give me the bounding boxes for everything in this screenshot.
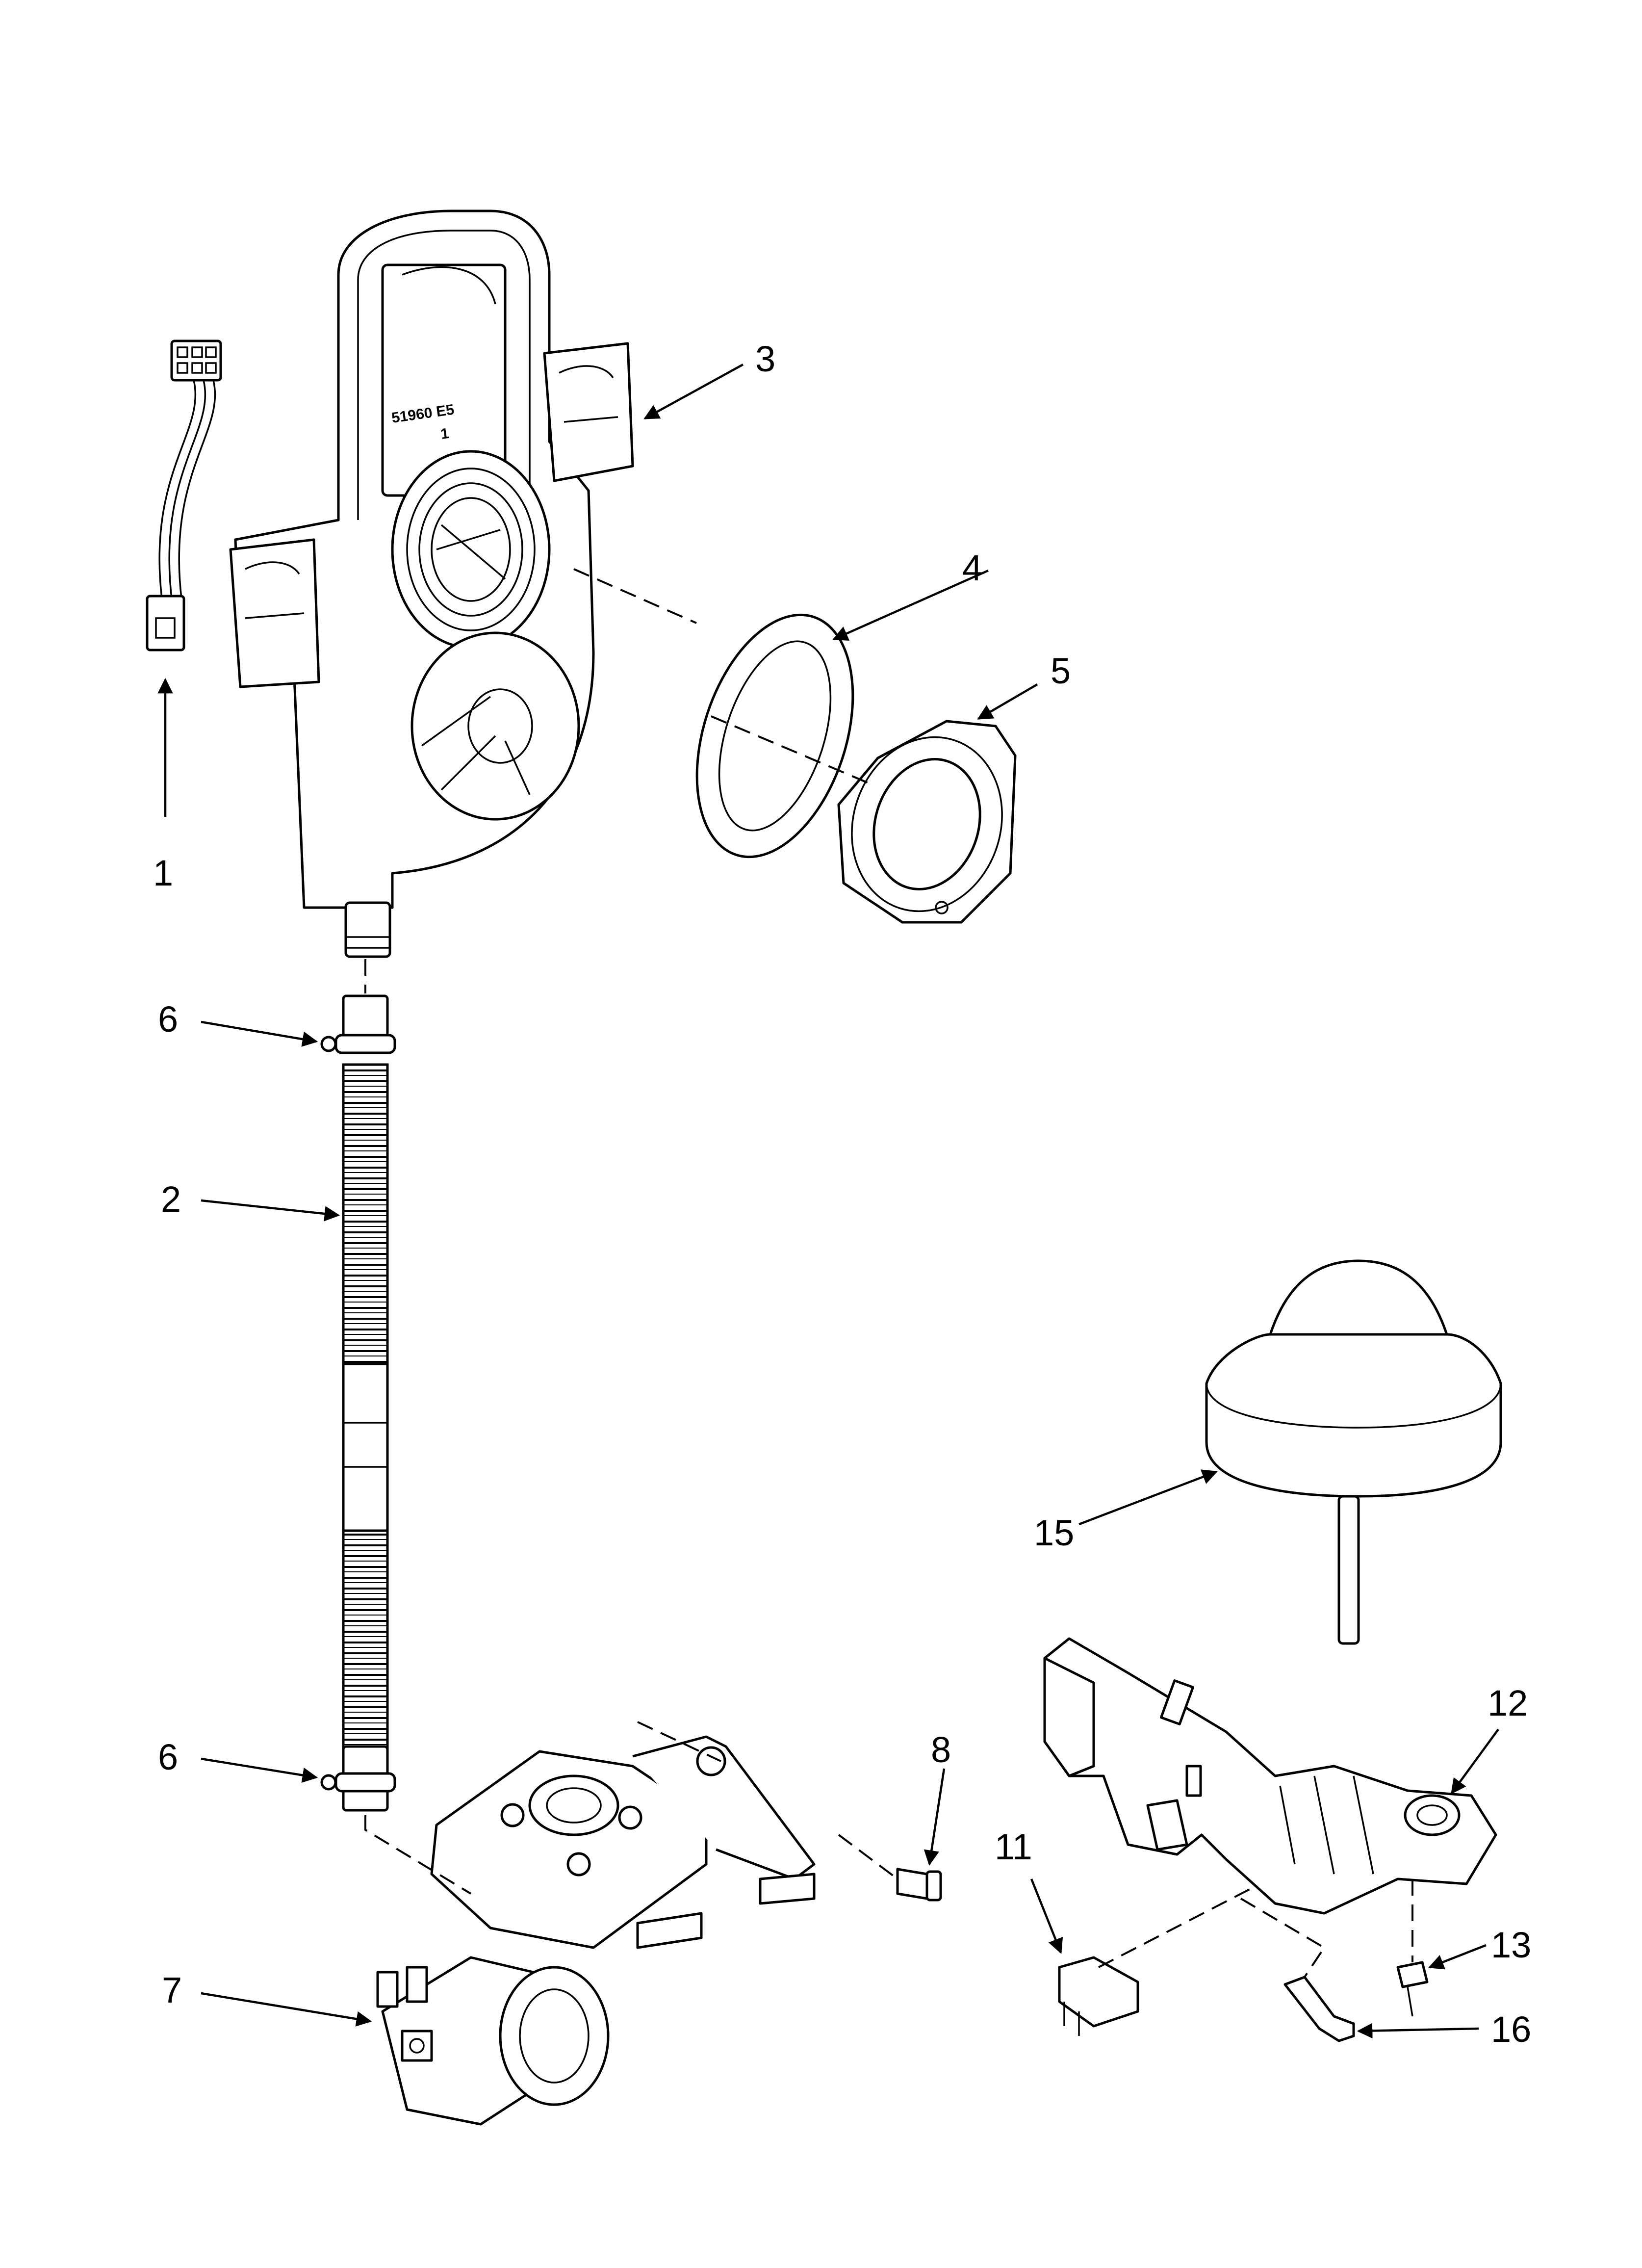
callout-6-upper: 6 [158, 999, 178, 1040]
screw-8 [896, 1868, 942, 1902]
float-bracket [1043, 1637, 1497, 1915]
callout-13: 13 [1491, 1925, 1531, 1965]
callout-8: 8 [931, 1729, 951, 1770]
assembly-lines [364, 568, 1413, 1978]
screw-13 [1396, 1961, 1429, 2017]
callout-16: 16 [1491, 2009, 1531, 2050]
leaders [157, 364, 1499, 2039]
callout-7: 7 [162, 1970, 182, 2010]
hose-clamp-upper [320, 1034, 396, 1054]
valve-bracket [430, 1735, 816, 1949]
callout-4: 4 [962, 547, 982, 588]
housing: 51960 E5 1 [229, 209, 634, 958]
float [1205, 1259, 1502, 1645]
callout-1: 1 [153, 853, 173, 893]
wire-harness [146, 339, 222, 652]
callout-labels: 1 2 3 4 5 6 6 7 8 11 12 13 15 16 [153, 339, 1531, 2050]
callout-12: 12 [1488, 1683, 1528, 1723]
actuator-lever [1283, 1976, 1355, 2042]
callout-2: 2 [161, 1179, 181, 1220]
inlet-valve [376, 1956, 610, 2126]
micro-switch [1058, 1956, 1139, 2036]
callout-3: 3 [755, 339, 775, 379]
callout-15: 15 [1034, 1512, 1074, 1553]
callout-6-lower: 6 [158, 1737, 178, 1777]
callout-5: 5 [1051, 651, 1071, 691]
nut [837, 720, 1017, 924]
callout-11: 11 [995, 1826, 1032, 1867]
gasket [695, 613, 854, 859]
housing-stamp-number: 1 [439, 425, 450, 443]
drain-hose [342, 994, 389, 1812]
hose-clamp-lower [320, 1772, 396, 1793]
